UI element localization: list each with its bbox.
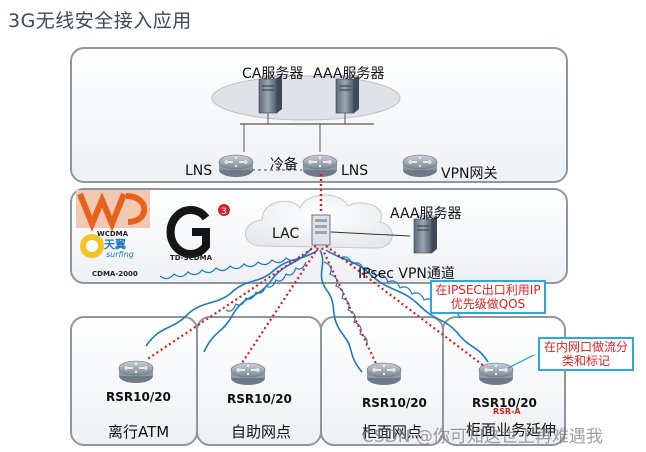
tianyi-logo-text: 天翼 <box>104 238 126 251</box>
ipsec-tunnel-label: IPsec VPN通道 <box>358 266 455 282</box>
svg-text:3: 3 <box>221 207 227 217</box>
branch-name-self-service: 自助网点 <box>231 423 292 441</box>
wcdma-logo-text: WCDMA <box>97 230 129 238</box>
unicom-logo <box>76 190 150 232</box>
csdn-watermark: CSDN @你可知这世上再难遇我 <box>362 427 603 447</box>
lns-right-label: LNS <box>341 163 369 179</box>
branch-router-label-counter: RSR10/20 <box>362 396 427 410</box>
td-scdma-logo: 3 <box>166 204 230 258</box>
branch-router-label-atm: RSR10/20 <box>106 390 171 404</box>
lns-router-icon-standby <box>218 154 254 178</box>
page-title: 3G无线安全接入应用 <box>8 10 192 32</box>
vpn-gateway-router-icon <box>402 154 438 178</box>
branch-router-label-extension: RSR10/20 <box>472 396 537 410</box>
core-aaa-server-label: AAA服务器 <box>313 66 385 82</box>
branch-name-counter: 柜面网点 <box>362 423 423 441</box>
ca-server-label: CA服务器 <box>242 66 304 82</box>
lac-device-icon <box>311 214 331 246</box>
branch-name-atm: 离行ATM <box>108 423 170 441</box>
classify-callout: 在内网口做流分类和标记 <box>538 337 634 371</box>
standby-label: 冷备 <box>270 157 298 173</box>
cdma2000-logo-text: CDMA-2000 <box>92 270 138 278</box>
vpn-gateway-label: VPN网关 <box>441 166 498 182</box>
lns-left-label: LNS <box>185 163 213 179</box>
branch-router-label-self-service: RSR10/20 <box>227 392 292 406</box>
surfing-logo-text: surfing <box>106 250 134 259</box>
branch-router-icon-counter <box>366 362 402 386</box>
branch-router-icon-atm <box>118 360 154 384</box>
qos-callout: 在IPSEC出口利用IP优先级做QOS <box>430 280 546 314</box>
rsr-a-tag: RSR-A <box>493 407 521 416</box>
lns-router-icon <box>302 154 338 178</box>
vpn-links <box>145 245 485 369</box>
tianyi-logo <box>80 234 104 258</box>
branch-name-extension: 柜面业务延伸 <box>466 421 557 439</box>
access-network-panel <box>70 188 568 284</box>
branch-router-icon-extension <box>478 362 514 386</box>
lac-label: LAC <box>272 226 300 242</box>
branch-router-icon-self-service <box>230 362 266 386</box>
access-aaa-server-label: AAA服务器 <box>390 206 462 222</box>
td-scdma-logo-text: TD-SCDMA <box>170 254 212 262</box>
